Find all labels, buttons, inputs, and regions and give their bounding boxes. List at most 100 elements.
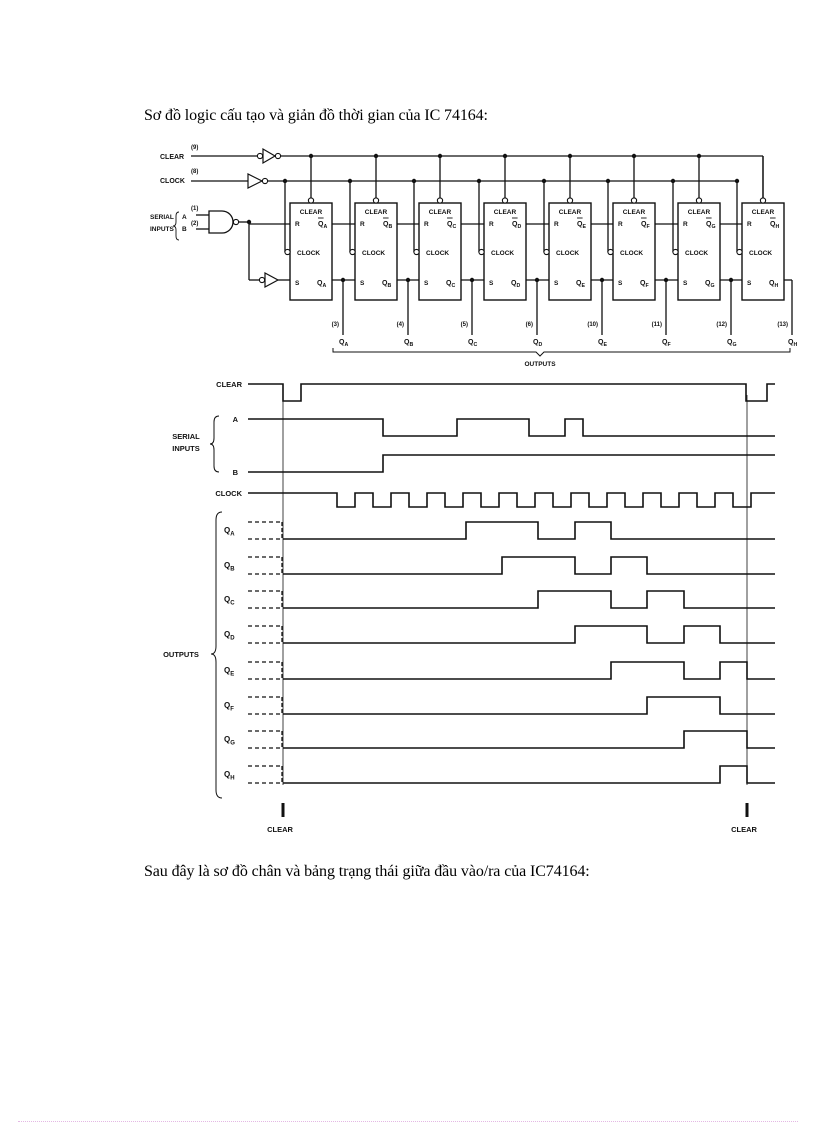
- output-pin-label: (11): [652, 322, 662, 328]
- r-pin-label: R: [618, 221, 623, 228]
- junction-dot: [347, 178, 353, 184]
- q-label: QB: [382, 280, 391, 289]
- signal-qf: QF: [224, 696, 775, 715]
- signal-clear: CLEAR: [216, 380, 775, 402]
- waveform: [248, 418, 775, 437]
- s-pin-label: S: [424, 280, 429, 287]
- junction-dot: [373, 153, 379, 159]
- inverter-icon: [264, 271, 280, 289]
- output-label-qe: QE: [598, 339, 607, 348]
- inversion-bubble: [630, 197, 638, 204]
- buffer-icon: [262, 147, 277, 165]
- signal-qd: QD: [224, 625, 775, 644]
- outputs-brace: [332, 348, 791, 357]
- nand-gate-icon: [208, 210, 234, 234]
- qbar-label: QC: [447, 221, 456, 230]
- output-pin-label: (5): [461, 322, 468, 328]
- s-pin-label: S: [683, 280, 688, 287]
- output-label-qg: QG: [727, 339, 737, 348]
- inversion-bubble: [607, 248, 614, 256]
- flipflop-box: [289, 202, 333, 301]
- waveform: [283, 556, 775, 575]
- waveform: [248, 492, 775, 508]
- row-label-a: A: [233, 415, 239, 424]
- outputs-brace: [210, 511, 223, 799]
- input-label-clock: CLOCK: [160, 178, 185, 185]
- output-row-label-qh: QH: [224, 770, 235, 781]
- r-pin-label: R: [489, 221, 494, 228]
- signal-qa: QA: [224, 521, 775, 540]
- clear-pin-label: CLEAR: [752, 209, 775, 216]
- output-label-qd: QD: [533, 339, 542, 348]
- waveform: [283, 625, 775, 644]
- clear-marker-label: CLEAR: [731, 825, 757, 834]
- waveform: [248, 383, 775, 402]
- inversion-bubble: [349, 248, 356, 256]
- clear-pin-label: CLEAR: [494, 209, 517, 216]
- clear-marker: [281, 803, 285, 817]
- r-pin-label: R: [424, 221, 429, 228]
- inversion-bubble: [436, 197, 444, 204]
- inversion-bubble: [478, 248, 485, 256]
- junction-dot: [605, 178, 611, 184]
- inversion-bubble: [261, 177, 269, 185]
- signal-qg: QG: [224, 730, 775, 749]
- qbar-label: QF: [641, 221, 650, 230]
- pin-label-a: (1): [191, 206, 198, 212]
- brace: [172, 211, 180, 241]
- output-label-qh: QH: [788, 339, 797, 348]
- serial-group-label: INPUTS: [172, 444, 200, 453]
- waveform: [283, 696, 775, 715]
- serial-inputs-label: INPUTS: [150, 226, 175, 233]
- input-label-b: B: [182, 226, 187, 233]
- clear-pin-label: CLEAR: [688, 209, 711, 216]
- q-label: QE: [576, 280, 585, 289]
- qbar-label: QD: [512, 221, 521, 230]
- junction-dot: [502, 153, 508, 159]
- waveform: [283, 765, 775, 784]
- q-label: QD: [511, 280, 520, 289]
- output-row-label-qf: QF: [224, 701, 234, 712]
- r-pin-label: R: [747, 221, 752, 228]
- signal-qh: QH: [224, 765, 775, 784]
- junction-dot: [541, 178, 547, 184]
- clear-pin-label: CLEAR: [559, 209, 582, 216]
- signal-qb: QB: [224, 556, 775, 575]
- junction-dot: [476, 178, 482, 184]
- r-pin-label: R: [295, 221, 300, 228]
- inversion-bubble: [413, 248, 420, 256]
- inversion-bubble: [736, 248, 743, 256]
- qbar-label: QA: [318, 221, 327, 230]
- clear-pin-label: CLEAR: [365, 209, 388, 216]
- row-label-b: B: [233, 468, 239, 477]
- output-label-qb: QB: [404, 339, 413, 348]
- waveform: [283, 730, 775, 749]
- inversion-bubble: [307, 197, 315, 204]
- inversion-bubble: [672, 248, 679, 256]
- output-label-qc: QC: [468, 339, 477, 348]
- junction-dot: [631, 153, 637, 159]
- signal-qc: QC: [224, 590, 775, 609]
- clock-pin-label: CLOCK: [620, 250, 643, 257]
- output-label-qf: QF: [662, 339, 671, 348]
- input-label-clear: CLEAR: [160, 154, 184, 161]
- qbar-label: QB: [383, 221, 392, 230]
- r-pin-label: R: [554, 221, 559, 228]
- clear-pin-label: CLEAR: [429, 209, 452, 216]
- inversion-bubble: [284, 248, 291, 256]
- waveform: [248, 454, 775, 473]
- pin-label-b: (2): [191, 221, 198, 227]
- waveform: [283, 661, 775, 680]
- input-label-a: A: [182, 214, 187, 221]
- junction-dot: [308, 153, 314, 159]
- qbar-label: QH: [770, 221, 779, 230]
- inversion-bubble: [274, 152, 282, 160]
- qbar-label: QE: [577, 221, 586, 230]
